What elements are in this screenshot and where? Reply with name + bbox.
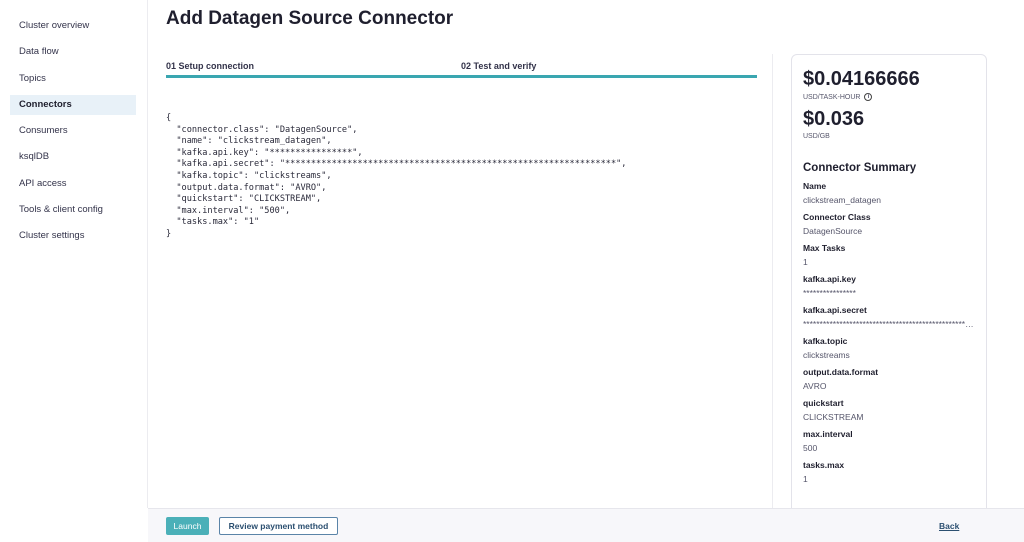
summary-field-label: quickstart bbox=[803, 398, 844, 408]
summary-field-value: clickstream_datagen bbox=[803, 195, 881, 205]
info-icon[interactable]: i bbox=[864, 93, 873, 101]
summary-field-value: **************** bbox=[803, 288, 856, 298]
step-test-and-verify: 02 Test and verify bbox=[461, 61, 537, 71]
summary-title: Connector Summary bbox=[803, 162, 917, 174]
summary-field-value: clickstreams bbox=[803, 350, 850, 360]
summary-field-label: tasks.max bbox=[803, 460, 845, 470]
summary-field-value: 1 bbox=[803, 474, 808, 484]
page-title: Add Datagen Source Connector bbox=[166, 8, 454, 29]
task-unit: USD/TASK-HOUR bbox=[803, 93, 861, 101]
summary-field-label: kafka.topic bbox=[803, 336, 848, 346]
summary-field-value: CLICKSTREAM bbox=[803, 412, 864, 422]
sidebar-item-connectors[interactable]: Connectors bbox=[10, 95, 136, 115]
step-setup-connection: 01 Setup connection bbox=[166, 61, 255, 71]
sidebar-item-tools-client-config[interactable]: Tools & client config bbox=[19, 204, 103, 215]
summary-field-value: AVRO bbox=[803, 381, 827, 391]
sidebar-item-topics[interactable]: Topics bbox=[19, 73, 46, 84]
summary-field-label: Name bbox=[803, 181, 827, 191]
task-price: $0.04166666 bbox=[803, 68, 920, 90]
back-link[interactable]: Back bbox=[939, 521, 960, 531]
sidebar-item-api-access[interactable]: API access bbox=[19, 178, 67, 189]
gb-unit: USD/GB bbox=[803, 133, 830, 140]
sidebar-item-ksqldb[interactable]: ksqlDB bbox=[19, 151, 50, 162]
config-json: { "connector.class": "DatagenSource", "n… bbox=[166, 113, 627, 239]
sidebar-item-cluster-overview[interactable]: Cluster overview bbox=[19, 20, 90, 31]
sidebar-item-cluster-settings[interactable]: Cluster settings bbox=[19, 230, 85, 241]
summary-field-value: 1 bbox=[803, 257, 808, 267]
summary-field-value: 500 bbox=[803, 443, 818, 453]
gb-price: $0.036 bbox=[803, 108, 865, 130]
review-payment-button[interactable]: Review payment method bbox=[219, 517, 338, 535]
sidebar-item-data-flow[interactable]: Data flow bbox=[19, 46, 59, 57]
summary-field-label: max.interval bbox=[803, 429, 853, 439]
summary-field-label: kafka.api.secret bbox=[803, 305, 867, 315]
sidebar: Cluster overview Data flow Topics Connec… bbox=[0, 0, 148, 508]
footer: Launch Review payment method Back bbox=[148, 508, 1024, 542]
launch-button[interactable]: Launch bbox=[166, 517, 209, 535]
summary-field-value: DatagenSource bbox=[803, 226, 863, 236]
summary-field-value: ****************************************… bbox=[803, 319, 975, 329]
sidebar-item-consumers[interactable]: Consumers bbox=[19, 125, 68, 136]
divider bbox=[772, 54, 773, 508]
summary-field-label: output.data.format bbox=[803, 367, 879, 377]
summary-field-label: kafka.api.key bbox=[803, 274, 856, 284]
progress-bar bbox=[166, 75, 757, 78]
summary-field-label: Max Tasks bbox=[803, 243, 846, 253]
summary-field-label: Connector Class bbox=[803, 212, 871, 222]
